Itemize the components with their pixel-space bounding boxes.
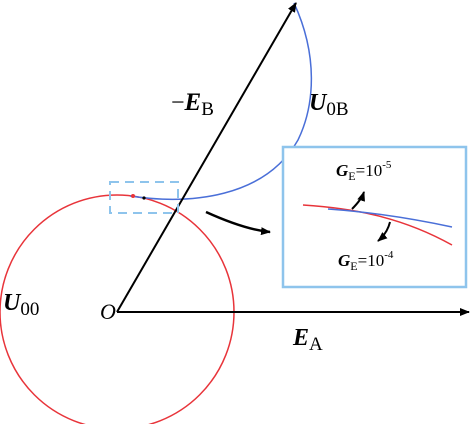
zoom-region-dashed	[109, 181, 179, 214]
ge-upper-subscript: E	[348, 169, 355, 183]
zoom-inset-box	[281, 145, 468, 289]
eb-minus-sign: −	[171, 90, 185, 116]
eb-vector-arrow	[116, 2, 297, 313]
u00-label: U00	[3, 290, 39, 320]
intersection-dot-red	[131, 194, 135, 198]
ea-subscript: A	[309, 334, 323, 355]
ge-upper-equals: =10	[356, 161, 383, 180]
ge-upper-exponent: -5	[382, 159, 392, 171]
eb-subscript: B	[201, 99, 214, 120]
ge-lower-subscript: E	[350, 259, 357, 273]
zoom-pointer-arrow	[205, 210, 271, 236]
ge-lower-label: GE=10-4	[338, 249, 394, 273]
ge-lower-exponent: -4	[384, 249, 394, 261]
ea-main-text: E	[292, 325, 309, 351]
u0b-main-text: U	[309, 90, 328, 116]
inset-arrow-lower	[377, 221, 391, 242]
ea-label: EA	[292, 325, 323, 355]
inset-red-curve	[302, 204, 453, 246]
ge-lower-main: G	[338, 251, 351, 270]
u00-main-text: U	[3, 290, 22, 316]
ge-lower-equals: =10	[358, 251, 385, 270]
intersection-dot-black	[142, 196, 146, 200]
ge-upper-label: GE=10-5	[336, 159, 392, 183]
inset-blue-curve	[327, 208, 453, 228]
u00-subscript: 00	[20, 299, 39, 320]
inset-arrow-upper	[351, 191, 365, 210]
eb-label: −EB	[171, 89, 214, 120]
ge-upper-main: G	[336, 161, 349, 180]
u0b-label: U0B	[309, 90, 349, 120]
u0b-arc	[129, 2, 313, 200]
origin-label: O	[100, 299, 116, 324]
u0b-subscript: 0B	[326, 99, 348, 120]
eb-main-text: E	[184, 89, 202, 116]
